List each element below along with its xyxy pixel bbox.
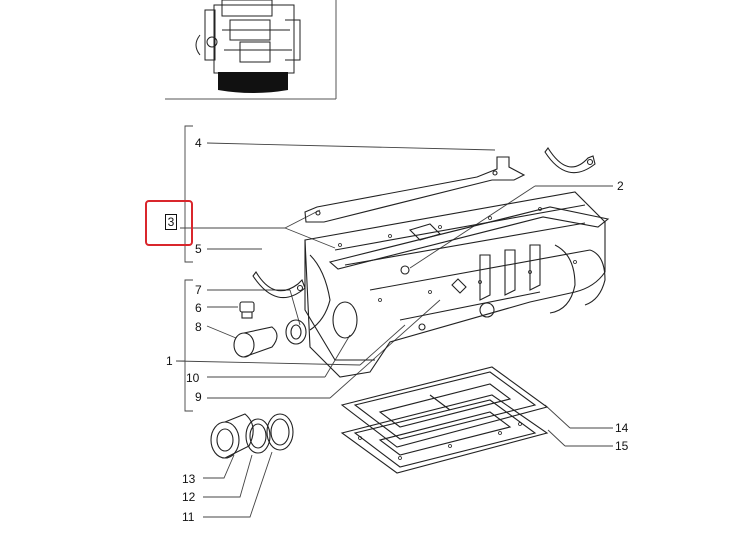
callout-3[interactable]: 3 [165,214,177,230]
callout-6[interactable]: 6 [195,301,202,315]
callout-4[interactable]: 4 [195,136,202,150]
callout-2[interactable]: 2 [617,179,624,193]
callout-7[interactable]: 7 [195,283,202,297]
parts-14-15-gaskets [340,366,549,474]
callout-1[interactable]: 1 [166,354,173,368]
part-5-bearing [252,271,306,299]
highlight-box-selected-part[interactable]: 3 [145,200,193,246]
callout-11[interactable]: 11 [182,510,195,524]
callout-13[interactable]: 13 [182,472,196,486]
part-4-gasket [304,147,596,223]
callout-15[interactable]: 15 [615,439,629,453]
parts-11-12-13 [210,413,294,459]
callout-8[interactable]: 8 [195,320,202,334]
callout-9[interactable]: 9 [195,390,202,404]
callout-12[interactable]: 12 [182,490,196,504]
callout-5[interactable]: 5 [195,242,202,256]
callout-10[interactable]: 10 [186,371,200,385]
part-2-gasket [328,206,610,270]
crankcase-block [304,191,606,378]
callout-14[interactable]: 14 [615,421,629,435]
engine-thumbnail [165,0,337,100]
parts-6-7-8 [233,301,307,358]
leader-lines [175,125,613,518]
